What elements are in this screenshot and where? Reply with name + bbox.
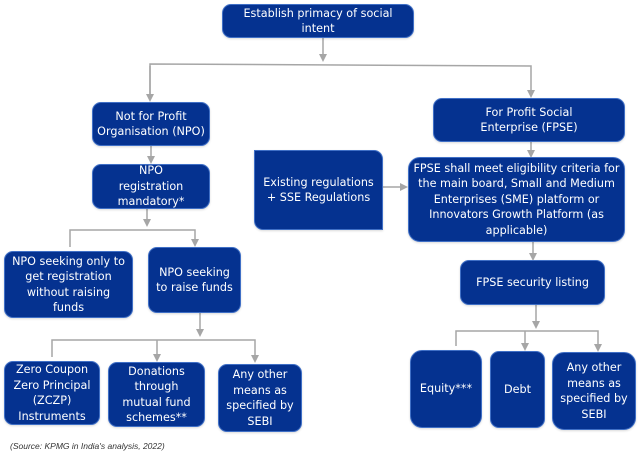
- npo-registration-label: NPO registration mandatory*: [117, 164, 185, 209]
- debt-label: Debt: [504, 382, 531, 396]
- fpse-other-means-box: Any other means as specified by SEBI: [552, 352, 636, 430]
- npo-raise-funds-box: NPO seeking to raise funds: [148, 247, 241, 313]
- npo-other-means-box: Any other means as specified by SEBI: [218, 364, 302, 432]
- source-note: (Source: KPMG in India's analysis, 2022): [10, 441, 165, 451]
- equity-box: Equity***: [410, 350, 482, 428]
- connector-root-split: [149, 63, 535, 98]
- fpse-label: For Profit Social Enterprise (FPSE): [480, 105, 578, 135]
- zczp-box: Zero Coupon Zero Principal (ZCZP) Instru…: [4, 361, 100, 425]
- fpse-criteria-label: FPSE shall meet eligibility criteria for…: [413, 161, 620, 237]
- npo-registration-only-label: NPO seeking only to get registration wit…: [12, 254, 125, 315]
- connector-npo-instruments: [51, 339, 259, 363]
- npo-box: Not for Profit Organisation (NPO): [92, 102, 210, 146]
- debt-box: Debt: [490, 351, 545, 428]
- fpse-listing-label: FPSE security listing: [476, 275, 589, 289]
- npo-registration-box: NPO registration mandatory*: [92, 164, 210, 209]
- donations-label: Donations through mutual fund schemes**: [122, 364, 191, 425]
- equity-label: Equity***: [419, 382, 473, 396]
- root-label: Establish primacy of social intent: [243, 6, 393, 36]
- donations-box: Donations through mutual fund schemes**: [108, 362, 205, 427]
- fpse-other-means-label: Any other means as specified by SEBI: [560, 361, 628, 421]
- npo-raise-funds-label: NPO seeking to raise funds: [156, 265, 233, 295]
- connector-npo-options: [69, 229, 199, 247]
- regulations-box: Existing regulations + SSE Regulations: [254, 150, 383, 230]
- fpse-criteria-box: FPSE shall meet eligibility criteria for…: [408, 157, 625, 242]
- root-box: Establish primacy of social intent: [222, 4, 414, 38]
- npo-registration-only-box: NPO seeking only to get registration wit…: [4, 251, 133, 318]
- zczp-label: Zero Coupon Zero Principal (ZCZP) Instru…: [13, 363, 91, 423]
- connector-fpse-instruments: [455, 330, 602, 352]
- regulations-label: Existing regulations + SSE Regulations: [263, 175, 374, 205]
- npo-other-means-label: Any other means as specified by SEBI: [226, 368, 294, 428]
- fpse-box: For Profit Social Enterprise (FPSE): [433, 98, 625, 142]
- npo-label: Not for Profit Organisation (NPO): [97, 109, 205, 139]
- fpse-listing-box: FPSE security listing: [460, 260, 605, 305]
